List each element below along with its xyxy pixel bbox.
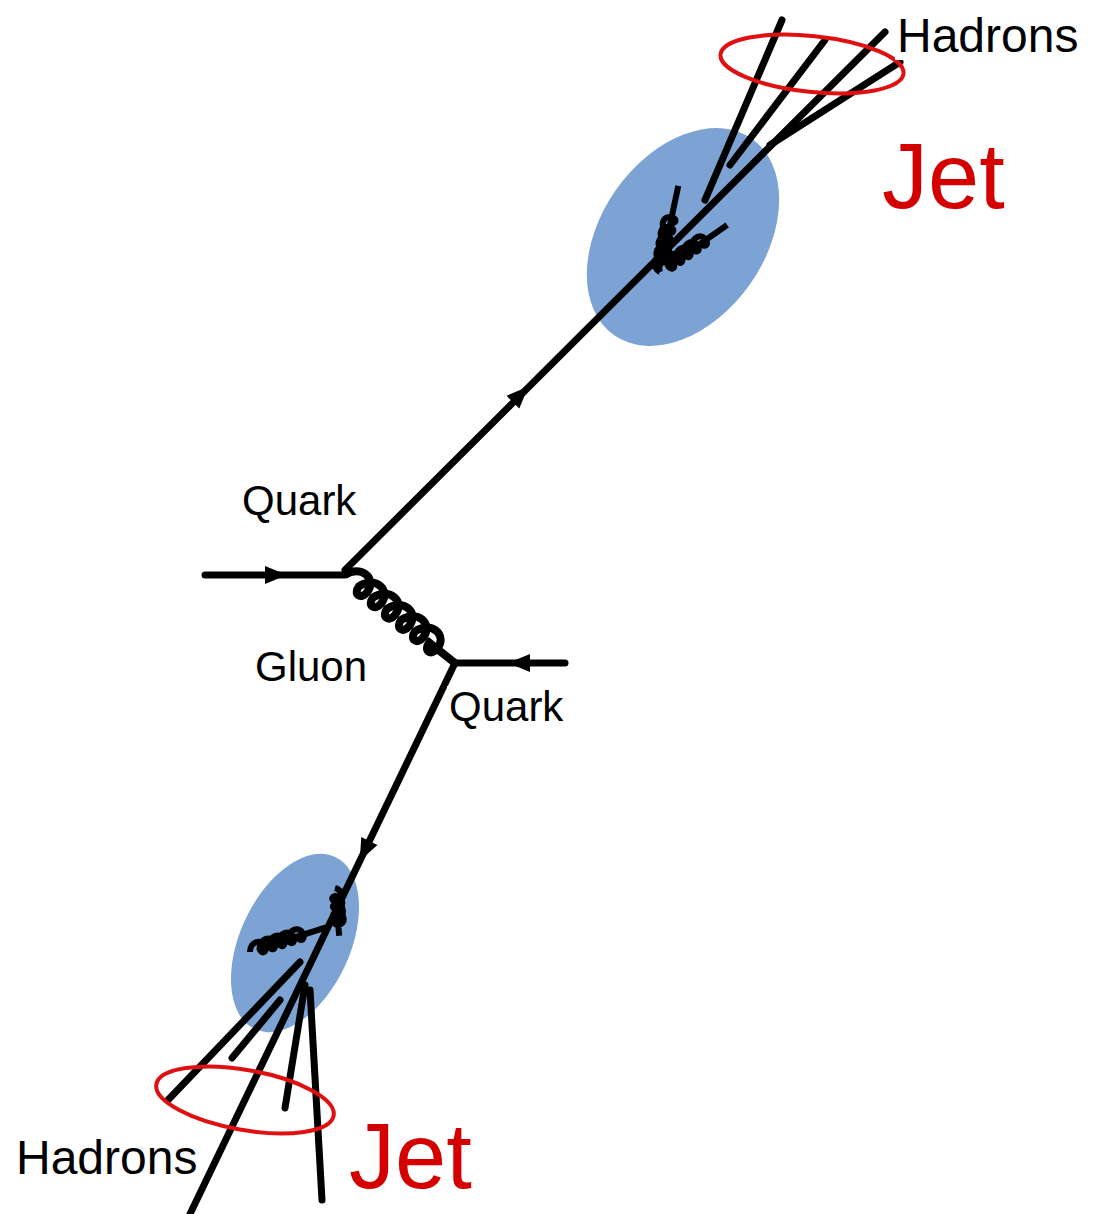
jet-label: Jet [347,1110,474,1202]
particle-label: Gluon [253,646,369,688]
hadrons-label: Hadrons [14,1134,199,1182]
particle-label: Quark [240,480,358,522]
jet-label: Jet [880,130,1007,222]
particle-label: Quark [447,686,565,728]
hadrons-label: Hadrons [895,12,1080,60]
